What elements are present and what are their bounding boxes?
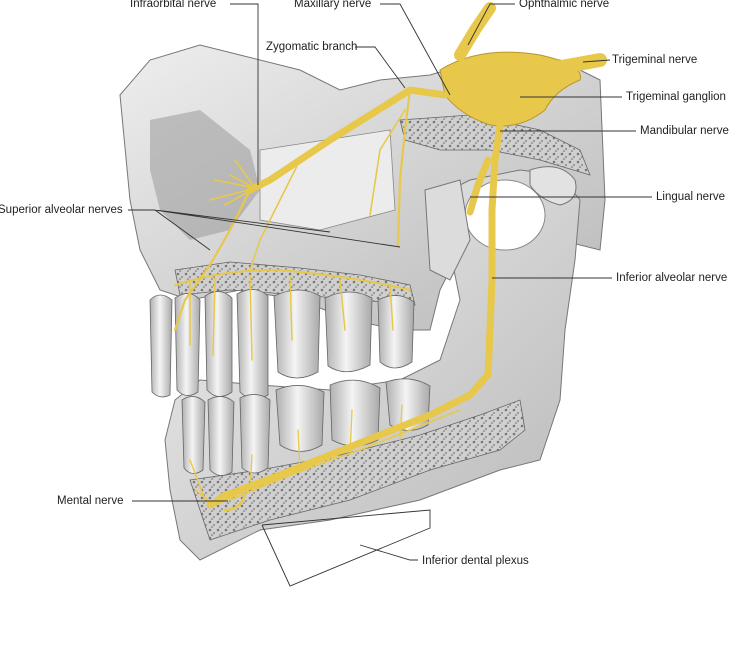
coronoid-process [424,179,471,281]
label-trigeminal-ganglion: Trigeminal ganglion [626,91,726,103]
label-trigeminal-nerve: Trigeminal nerve [612,54,698,66]
label-infraorbital-nerve: Infraorbital nerve [130,0,217,10]
leader-infraorbital [230,3,259,185]
orbit-region [150,110,260,240]
leader-maxillary [380,3,451,96]
upper-teeth [149,289,415,400]
leader-lines [128,3,652,587]
label-mental-nerve: Mental nerve [57,495,124,507]
leader-zygomatic [355,46,406,89]
leader-trigeminal-nerve [582,59,611,63]
label-lingual-nerve: Lingual nerve [656,191,726,203]
label-inferior-alveolar-nerve: Inferior alveolar nerve [616,272,728,284]
mandible-section [189,399,526,541]
nerves [173,2,607,512]
label-superior-alveolar-nerves: Superior alveolar nerves [0,204,123,216]
leader-superior-alveolar [128,209,401,251]
label-inferior-dental-plexus: Inferior dental plexus [422,555,529,567]
leader-inferior-dental-plexus [261,509,431,587]
condyle [529,166,577,206]
leader-ophthalmic [467,3,515,46]
label-zygomatic-branch: Zygomatic branch [266,41,358,53]
sinus-section [259,129,396,231]
label-ophthalmic-nerve: Ophthalmic nerve [519,0,610,10]
label-maxillary-nerve: Maxillary nerve [294,0,372,10]
lower-teeth [181,378,431,476]
label-mandibular-nerve: Mandibular nerve [640,125,729,137]
